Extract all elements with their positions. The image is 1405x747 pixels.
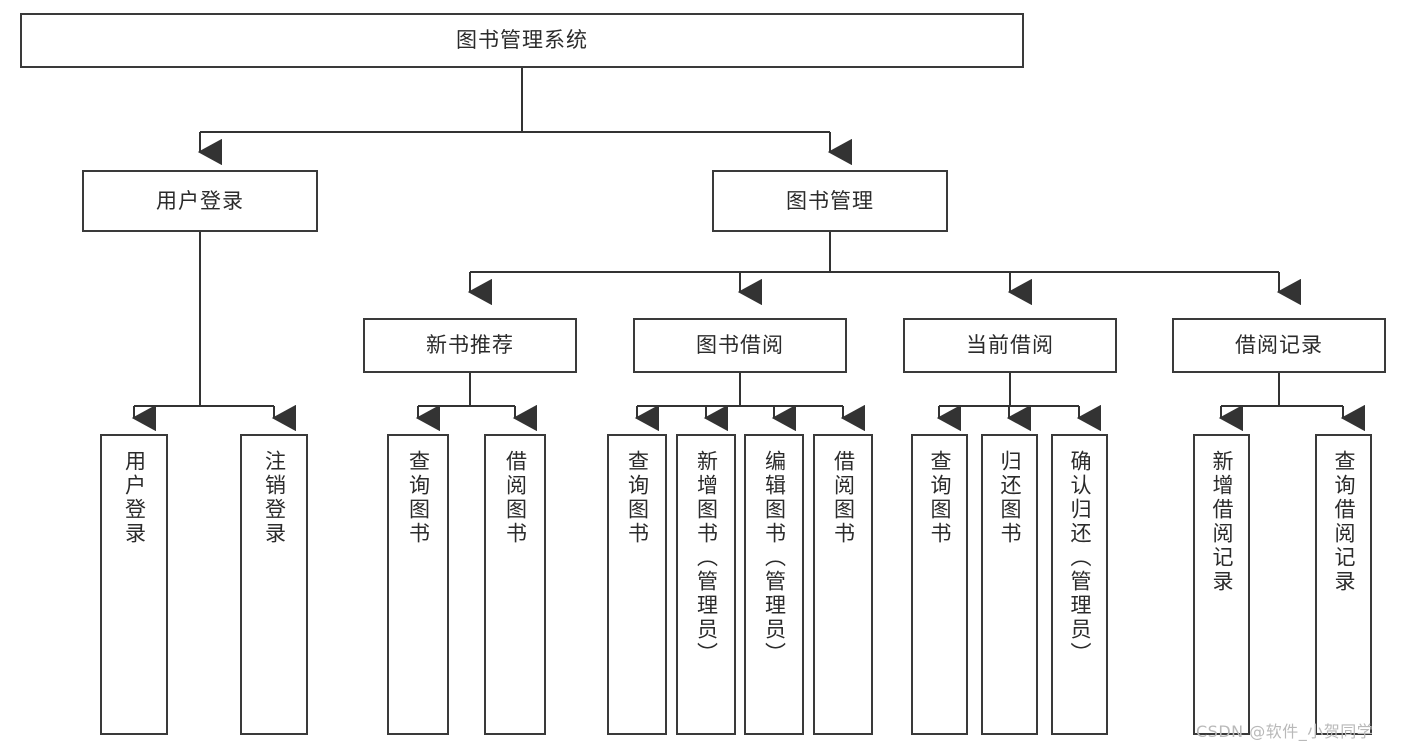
leaf-label: 用户登录: [122, 450, 147, 546]
node-current-borrow-label: 当前借阅: [966, 333, 1054, 358]
leaf-confirm-return-admin[interactable]: 确认归还（管理员）: [1051, 434, 1108, 735]
leaf-label: 确认归还（管理员）: [1068, 450, 1092, 666]
leaf-label: 查询图书: [625, 450, 650, 546]
node-user-login[interactable]: 用户登录: [82, 170, 318, 232]
leaf-label: 查询图书: [928, 450, 952, 546]
leaf-query-borrow-record[interactable]: 查询借阅记录: [1315, 434, 1372, 735]
node-new-book-recommend-label: 新书推荐: [426, 333, 514, 358]
leaf-user-login[interactable]: 用户登录: [100, 434, 168, 735]
node-root[interactable]: 图书管理系统: [20, 13, 1024, 68]
leaf-borrow-book[interactable]: 借阅图书: [813, 434, 873, 735]
leaf-add-book-admin[interactable]: 新增图书（管理员）: [676, 434, 736, 735]
leaf-logout[interactable]: 注销登录: [240, 434, 308, 735]
leaf-query-book-current[interactable]: 查询图书: [911, 434, 968, 735]
leaf-query-book-recommend[interactable]: 查询图书: [387, 434, 449, 735]
leaf-label: 新增借阅记录: [1210, 450, 1234, 594]
leaf-borrow-book-recommend[interactable]: 借阅图书: [484, 434, 546, 735]
leaf-return-book[interactable]: 归还图书: [981, 434, 1038, 735]
leaf-label: 注销登录: [262, 450, 287, 546]
node-current-borrow[interactable]: 当前借阅: [903, 318, 1117, 373]
leaf-label: 查询借阅记录: [1332, 450, 1356, 594]
leaf-label: 查询图书: [406, 450, 431, 546]
leaf-label: 借阅图书: [831, 450, 856, 546]
node-user-login-label: 用户登录: [156, 188, 244, 213]
csdn-watermark: CSDN @软件_小贺同学: [1196, 722, 1374, 741]
node-borrow-record[interactable]: 借阅记录: [1172, 318, 1386, 373]
node-borrow-record-label: 借阅记录: [1235, 333, 1323, 358]
node-root-label: 图书管理系统: [456, 28, 588, 53]
leaf-query-book-borrow[interactable]: 查询图书: [607, 434, 667, 735]
leaf-label: 借阅图书: [503, 450, 528, 546]
leaf-label: 新增图书（管理员）: [694, 450, 719, 666]
node-book-manage-label: 图书管理: [786, 188, 874, 213]
leaf-edit-book-admin[interactable]: 编辑图书（管理员）: [744, 434, 804, 735]
leaf-label: 编辑图书（管理员）: [762, 450, 787, 666]
node-book-borrow-label: 图书借阅: [696, 333, 784, 358]
leaf-add-borrow-record[interactable]: 新增借阅记录: [1193, 434, 1250, 735]
node-new-book-recommend[interactable]: 新书推荐: [363, 318, 577, 373]
node-book-manage[interactable]: 图书管理: [712, 170, 948, 232]
leaf-label: 归还图书: [998, 450, 1022, 546]
node-book-borrow[interactable]: 图书借阅: [633, 318, 847, 373]
